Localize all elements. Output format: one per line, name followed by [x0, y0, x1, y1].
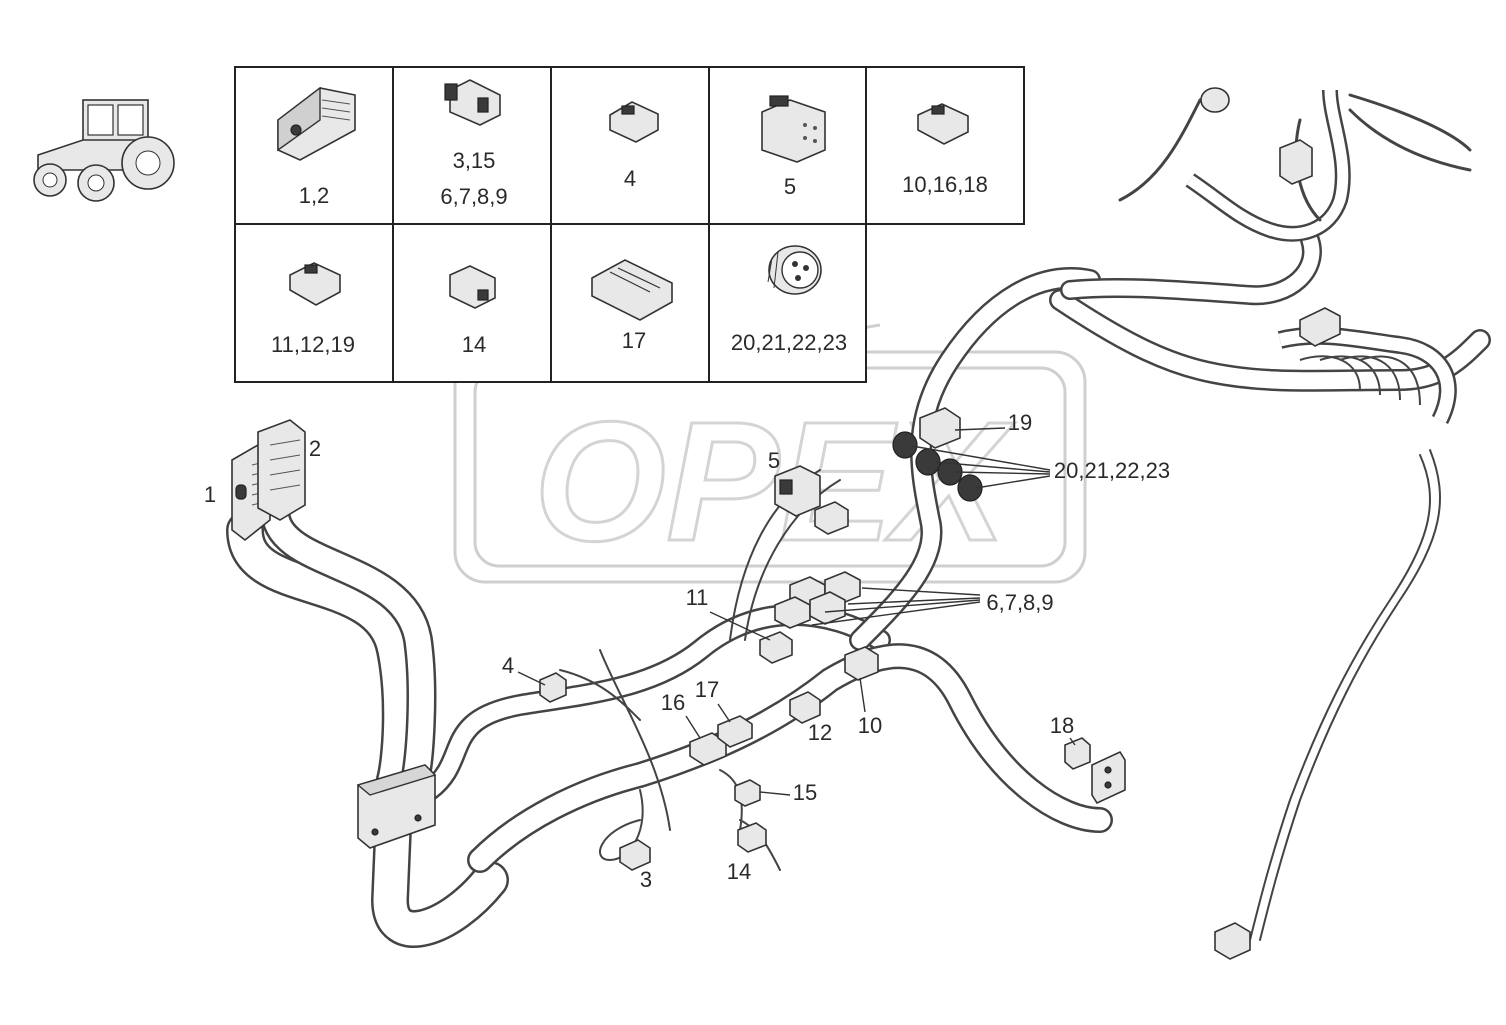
legend-cell-inline-connector: 17: [591, 259, 673, 353]
legend-label-20-21-22-23: 20,21,22,23: [731, 330, 847, 355]
connector-bottom-right: [1214, 922, 1251, 960]
connector-18-bracket: [1064, 737, 1126, 805]
connector-4: [539, 672, 567, 703]
callouts: 1 2 5 19 20,21,22,23 11 6,7,8,9 4 16 17 …: [204, 410, 1170, 892]
legend-cell-ecu-connector: 1,2: [277, 86, 356, 208]
legend-label-6-7-8-9: 6,7,8,9: [440, 184, 507, 209]
connector-top-right: [1200, 87, 1341, 347]
connector-15: [734, 779, 761, 807]
legend-label-1-2: 1,2: [299, 183, 330, 208]
legend-label-14: 14: [462, 332, 486, 357]
legend-cell-clip-connector: 3,15 6,7,8,9: [440, 79, 508, 209]
legend-cell-2pin-connector-c: 11,12,19: [271, 262, 355, 357]
connector-19: [919, 407, 961, 449]
legend-cell-plug-connector: 14: [449, 265, 496, 357]
legend-label-5: 5: [784, 174, 796, 199]
callout-15: 15: [793, 780, 817, 805]
legend-cell-2pin-connector: 4: [609, 101, 659, 191]
callout-1: 1: [204, 482, 216, 507]
connector-12: [789, 691, 821, 724]
callout-4: 4: [502, 653, 514, 678]
connector-14: [737, 822, 767, 853]
callout-3: 3: [640, 867, 652, 892]
legend-label-17: 17: [622, 328, 646, 353]
callout-6-7-8-9: 6,7,8,9: [986, 590, 1053, 615]
round-connectors-20-23: [892, 431, 983, 502]
callout-18: 18: [1050, 713, 1074, 738]
callout-2: 2: [309, 436, 321, 461]
callout-16: 16: [661, 690, 685, 715]
callout-17: 17: [695, 677, 719, 702]
harness-bundle: [226, 89, 1491, 948]
legend-cell-multipin-connector: 5: [761, 95, 826, 199]
junction-box: [356, 764, 437, 849]
legend-label-4: 4: [624, 166, 636, 191]
callout-12: 12: [808, 720, 832, 745]
connector-11: [759, 631, 793, 664]
connector-group-6-9: [774, 571, 861, 629]
legend-label-11-12-19: 11,12,19: [271, 332, 355, 357]
callout-11: 11: [686, 585, 709, 610]
callout-14: 14: [727, 859, 751, 884]
callout-5: 5: [768, 448, 780, 473]
legend-label-10-16-18: 10,16,18: [902, 172, 988, 197]
connector-3: [619, 839, 651, 871]
callout-19: 19: [1008, 410, 1032, 435]
legend-label-3-15: 3,15: [453, 148, 496, 173]
legend-table: 1,2 3,15 6,7,8,9 4 5 10,16,18: [234, 66, 1025, 383]
legend-cell-round-connector: 20,21,22,23: [731, 245, 847, 355]
callout-20-21-22-23: 20,21,22,23: [1054, 458, 1170, 483]
legend-cell-2pin-connector-b: 10,16,18: [902, 103, 988, 197]
callout-10: 10: [858, 713, 882, 738]
ecu-connector-2: [257, 419, 306, 521]
clip-16-17: [689, 715, 753, 766]
connector-10: [844, 646, 879, 681]
tractor-icon: [33, 99, 175, 202]
connector-5: [774, 465, 821, 517]
clip-near-5: [814, 501, 849, 535]
